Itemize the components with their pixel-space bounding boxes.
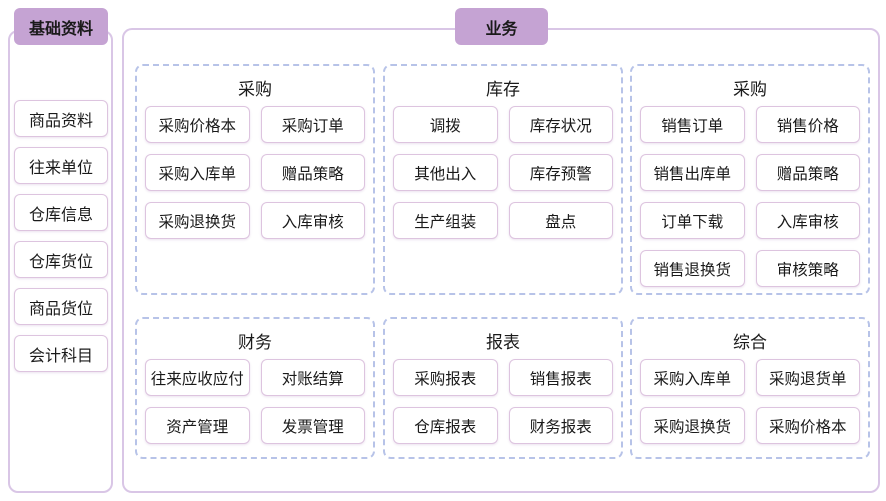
module-node: 入库审核 (755, 202, 860, 239)
module-node: 盘点 (508, 202, 613, 239)
section-purchase: 采购 采购价格本采购订单采购入库单赠品策略采购退换货入库审核 (135, 64, 375, 295)
module-node: 采购入库单 (640, 359, 745, 396)
sidebar-node: 商品货位 (14, 288, 108, 325)
module-node: 销售报表 (508, 359, 613, 396)
module-node: 库存状况 (508, 106, 613, 143)
module-node: 采购退换货 (145, 202, 250, 239)
business-panel: 采购 采购价格本采购订单采购入库单赠品策略采购退换货入库审核 库存 调拨库存状况… (122, 28, 880, 493)
sidebar-node: 往来单位 (14, 147, 108, 184)
section-grid: 往来应收应付对账结算资产管理发票管理 (145, 359, 365, 444)
module-node: 赠品策略 (260, 154, 365, 191)
business-header: 业务 (455, 8, 548, 45)
module-node: 销售退换货 (640, 250, 745, 287)
section-grid: 采购入库单采购退货单采购退换货采购价格本 (640, 359, 860, 444)
section-comprehensive: 综合 采购入库单采购退货单采购退换货采购价格本 (630, 317, 870, 459)
module-node: 发票管理 (260, 407, 365, 444)
module-node: 采购报表 (393, 359, 498, 396)
section-title: 采购 (733, 80, 767, 99)
module-node: 资产管理 (145, 407, 250, 444)
sidebar-node: 商品资料 (14, 100, 108, 137)
module-node: 仓库报表 (393, 407, 498, 444)
section-finance: 财务 往来应收应付对账结算资产管理发票管理 (135, 317, 375, 459)
section-title: 采购 (238, 80, 272, 99)
section-sales: 采购 销售订单销售价格销售出库单赠品策略订单下载入库审核销售退换货审核策略 (630, 64, 870, 295)
section-title: 库存 (486, 80, 520, 99)
module-node: 审核策略 (755, 250, 860, 287)
module-node: 赠品策略 (755, 154, 860, 191)
module-node: 采购订单 (260, 106, 365, 143)
section-grid: 销售订单销售价格销售出库单赠品策略订单下载入库审核销售退换货审核策略 (640, 106, 860, 287)
module-node: 订单下载 (640, 202, 745, 239)
sidebar-node: 会计科目 (14, 335, 108, 372)
module-node: 采购退货单 (755, 359, 860, 396)
module-node: 生产组装 (393, 202, 498, 239)
module-node: 对账结算 (260, 359, 365, 396)
module-node: 入库审核 (260, 202, 365, 239)
module-node: 采购价格本 (145, 106, 250, 143)
module-node: 调拨 (393, 106, 498, 143)
basic-data-header: 基础资料 (14, 8, 108, 45)
section-title: 综合 (733, 333, 767, 352)
module-node: 销售价格 (755, 106, 860, 143)
module-node: 财务报表 (508, 407, 613, 444)
section-grid: 采购报表销售报表仓库报表财务报表 (393, 359, 613, 444)
section-inventory: 库存 调拨库存状况其他出入库存预警生产组装盘点 (383, 64, 623, 295)
module-node: 采购入库单 (145, 154, 250, 191)
section-title: 财务 (238, 333, 272, 352)
sidebar-node: 仓库信息 (14, 194, 108, 231)
module-node: 采购价格本 (755, 407, 860, 444)
sidebar-node: 仓库货位 (14, 241, 108, 278)
module-node: 其他出入 (393, 154, 498, 191)
basic-data-items: 商品资料往来单位仓库信息仓库货位商品货位会计科目 (14, 100, 108, 372)
module-node: 往来应收应付 (145, 359, 250, 396)
module-node: 库存预警 (508, 154, 613, 191)
section-grid: 采购价格本采购订单采购入库单赠品策略采购退换货入库审核 (145, 106, 365, 239)
section-title: 报表 (486, 333, 520, 352)
section-reports: 报表 采购报表销售报表仓库报表财务报表 (383, 317, 623, 459)
module-node: 销售订单 (640, 106, 745, 143)
module-node: 销售出库单 (640, 154, 745, 191)
section-grid: 调拨库存状况其他出入库存预警生产组装盘点 (393, 106, 613, 239)
module-node: 采购退换货 (640, 407, 745, 444)
